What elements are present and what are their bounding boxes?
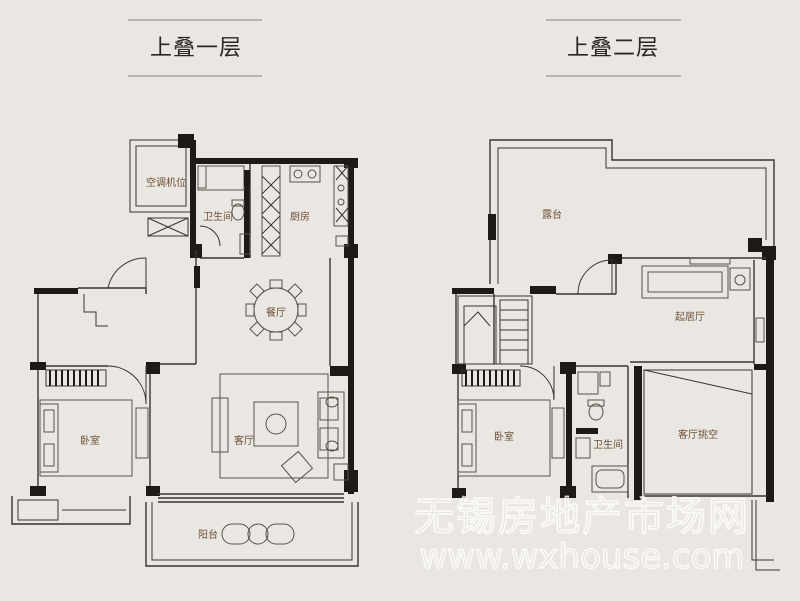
ac-vent (147, 217, 189, 237)
label-bedroom-floor1: 卧室 (80, 434, 100, 447)
label-bedroom-floor2: 卧室 (494, 430, 514, 443)
wardrobe-floor2 (461, 369, 521, 387)
side-balcony-floor1 (11, 496, 131, 525)
title-group-floor1: 上叠一层 (128, 19, 262, 77)
label-bathroom-floor1: 卫生间 (203, 210, 233, 223)
bathroom-fixtures-floor1 (197, 165, 251, 255)
wardrobe-floor1 (45, 369, 107, 387)
bathroom-fixtures-floor2 (575, 371, 629, 493)
bed-floor1 (39, 399, 149, 477)
dining-table (245, 279, 307, 341)
ac-unit-outline (129, 139, 193, 213)
label-kitchen: 厨房 (290, 210, 310, 223)
living-void (643, 369, 753, 495)
living-furniture (211, 373, 349, 484)
kitchen-counter (261, 165, 349, 257)
watermark: 无锡房地产市场网 www.wxhouse.com (413, 493, 750, 578)
balcony-floor1 (145, 502, 359, 567)
label-terrace: 露台 (542, 208, 562, 221)
title-group-floor2: 上叠二层 (546, 19, 681, 77)
lounge-sofa (641, 257, 765, 343)
title-floor1: 上叠一层 (150, 36, 242, 61)
title-floor2: 上叠二层 (567, 36, 659, 61)
staircase-floor2 (457, 295, 533, 365)
bed-floor2 (457, 399, 565, 477)
label-lounge: 起居厅 (675, 311, 705, 323)
label-dining: 餐厅 (266, 306, 286, 319)
label-living-void: 客厅挑空 (678, 428, 718, 441)
label-ac-unit: 空调机位 (146, 176, 186, 189)
door-swing-lounge (577, 259, 613, 295)
watermark-chinese: 无锡房地产市场网 (414, 494, 750, 540)
label-bathroom-floor2: 卫生间 (593, 438, 623, 451)
floor1-plan: 空调机位 卫生间 厨房 餐厅 卧室 客厅 阳台 (11, 134, 359, 567)
watermark-url: www.wxhouse.com (420, 537, 745, 577)
label-living-room: 客厅 (234, 434, 254, 447)
label-balcony: 阳台 (198, 528, 218, 541)
door-swing-entry (107, 257, 147, 289)
floor2-plan: 露台 起居厅 卧室 卫生间 客厅挑空 (452, 139, 780, 571)
